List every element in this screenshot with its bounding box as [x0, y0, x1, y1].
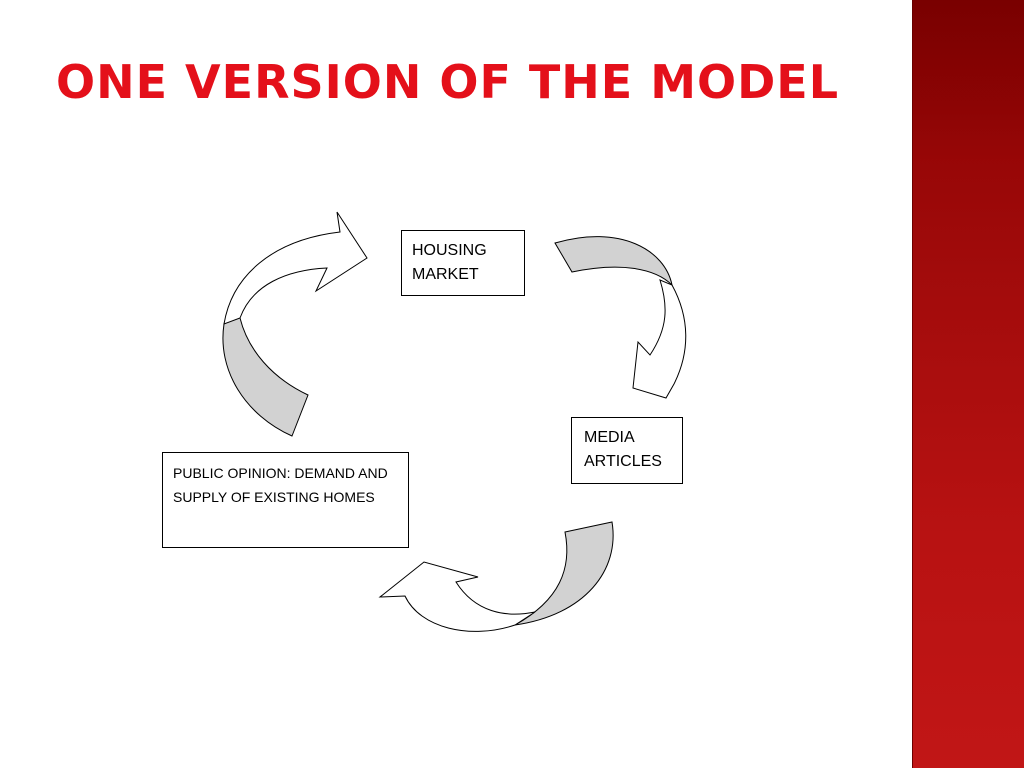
side-band-shade: [912, 0, 1024, 160]
cycle-arrow-media-to-public: [378, 521, 614, 632]
slide-title: ONE VERSION OF THE MODEL: [56, 55, 839, 109]
arrow-body: [378, 561, 536, 632]
decorative-side-band: [912, 0, 1024, 768]
arrow-underside: [514, 521, 614, 626]
arrow-body: [223, 211, 368, 325]
node-public-opinion: PUBLIC OPINION: DEMAND AND SUPPLY OF EXI…: [162, 452, 409, 548]
cycle-arrow-public-to-housing: [222, 211, 368, 437]
cycle-arrow-housing-to-media: [554, 236, 687, 399]
node-media-articles: MEDIA ARTICLES: [571, 417, 683, 484]
arrow-body: [632, 279, 687, 399]
node-housing-market: HOUSING MARKET: [401, 230, 525, 296]
arrow-underside: [554, 236, 673, 287]
